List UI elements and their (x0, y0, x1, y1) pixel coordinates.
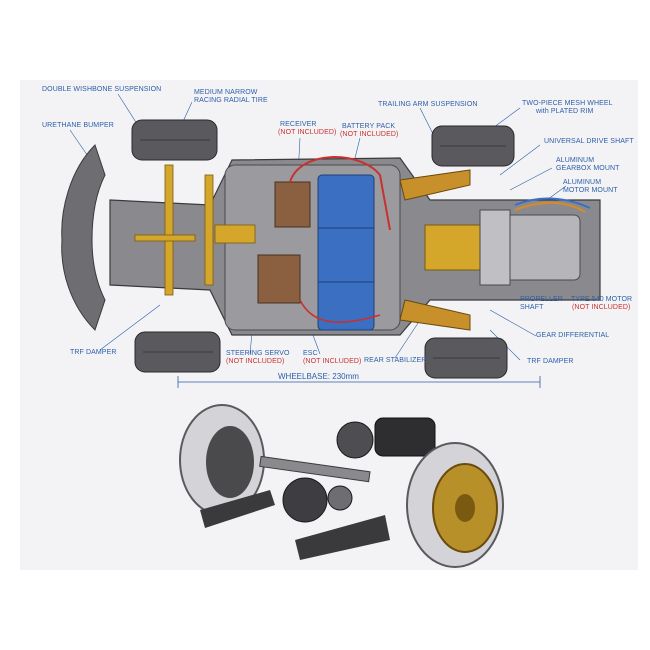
label-esc: ESC (303, 350, 318, 357)
label-double-wishbone: DOUBLE WISHBONE SUSPENSION (42, 86, 162, 93)
label-trailing-arm: TRAILING ARM SUSPENSION (378, 101, 478, 108)
rear-arm-right (295, 515, 390, 560)
label-urethane-bumper: URETHANE BUMPER (42, 122, 114, 129)
motor-render (374, 417, 436, 457)
label-type-540: TYPE 540 MOTOR (571, 296, 633, 303)
label-receiver: RECEIVER (280, 121, 317, 128)
label-receiver-note: (NOT INCLUDED) (278, 129, 337, 136)
rear-arm-left (200, 490, 275, 528)
label-battery-note: (NOT INCLUDED) (340, 131, 399, 138)
label-propeller: PROPELLER (520, 296, 563, 303)
receiver (274, 181, 311, 228)
label-aluminum-gearbox: ALUMINUM (556, 157, 595, 164)
label-aluminum-motor: ALUMINUM (563, 179, 602, 186)
label-battery-pack: BATTERY PACK (342, 123, 396, 130)
label-steering-servo: STEERING SERVO (226, 350, 290, 357)
esc (257, 254, 301, 304)
battery-pack (317, 174, 375, 331)
gearbox-mount (424, 224, 491, 271)
label-racing-radial: RACING RADIAL TIRE (194, 97, 268, 104)
urethane-bumper (61, 144, 106, 331)
spur-gear (282, 477, 328, 523)
label-gear-diff: GEAR DIFFERENTIAL (536, 332, 610, 339)
front-suspension (134, 164, 256, 296)
label-motor-mount: MOTOR MOUNT (563, 187, 618, 194)
label-motor-note: (NOT INCLUDED) (572, 304, 631, 311)
motor (499, 214, 581, 281)
label-esc-note: (NOT INCLUDED) (303, 358, 362, 365)
label-two-piece: TWO-PIECE MESH WHEEL (522, 100, 613, 107)
label-trf-damper-left: TRF DAMPER (70, 349, 117, 356)
label-plated-rim: with PLATED RIM (536, 108, 594, 115)
label-wheelbase: WHEELBASE: 230mm (278, 372, 359, 381)
label-rear-stabilizer: REAR STABILIZER (364, 357, 427, 364)
label-servo-note: (NOT INCLUDED) (226, 358, 285, 365)
drivetrain-render (179, 404, 504, 568)
label-propeller-shaft: SHAFT (520, 304, 544, 311)
label-universal-shaft: UNIVERSAL DRIVE SHAFT (544, 138, 634, 145)
trailing-arm (399, 169, 471, 201)
label-gearbox-mount: GEARBOX MOUNT (556, 165, 620, 172)
label-trf-damper-right: TRF DAMPER (527, 358, 574, 365)
label-medium-narrow: MEDIUM NARROW (194, 89, 258, 96)
